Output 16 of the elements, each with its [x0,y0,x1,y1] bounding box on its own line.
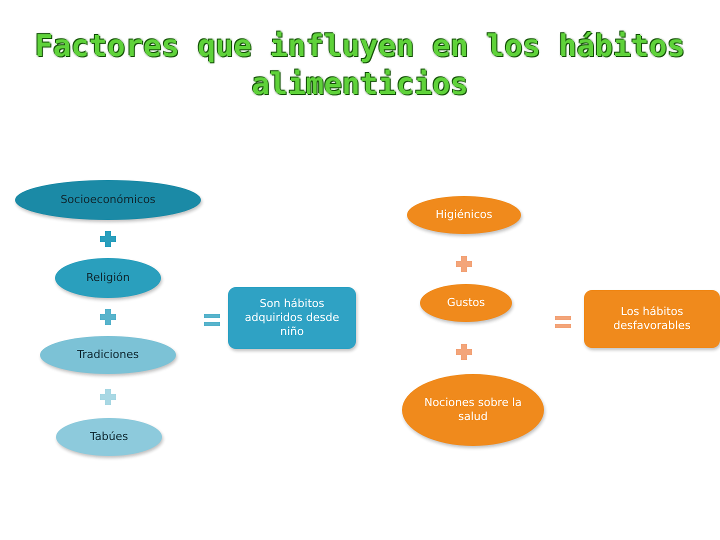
node-label: Son hábitos adquiridos desde niño [244,297,340,339]
node-label: Gustos [446,296,485,310]
node-label: Religión [86,271,130,285]
rounded-box [228,287,356,349]
oval [407,196,521,234]
node-label: Nociones sobre la salud [423,396,523,424]
oval [420,284,512,322]
node-label: Tradiciones [77,348,139,362]
node-label: Tabúes [90,430,128,444]
rounded-box [584,290,720,348]
oval [56,418,162,456]
oval [55,258,161,298]
node-label: Higiénicos [436,208,492,222]
title: Factores que influyen en los hábitos alimenticios [34,28,686,104]
node-label: Los hábitos desfavorables [612,305,692,333]
node-label: Socioeconómicos [60,193,156,207]
